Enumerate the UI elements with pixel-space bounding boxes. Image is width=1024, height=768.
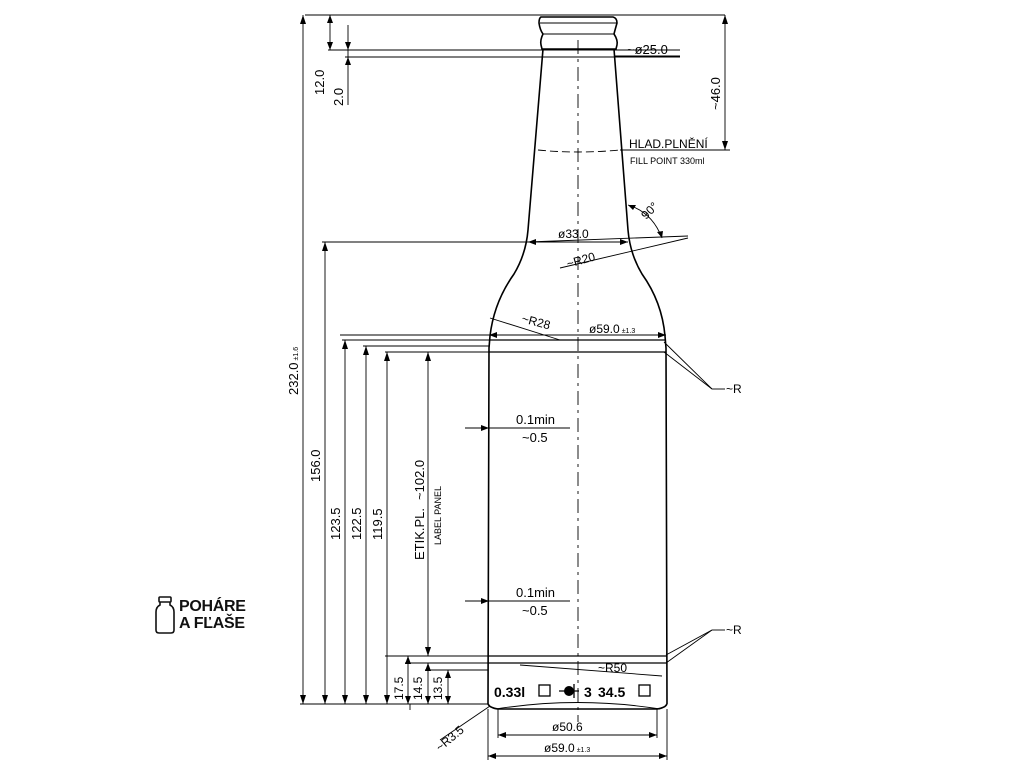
dim-14-5: 14.5 <box>411 676 425 700</box>
dim-r3-5: ~R3.5 <box>433 723 467 755</box>
dim-46: ~46.0 <box>708 77 723 110</box>
marking-code: 3 <box>584 684 592 700</box>
marking-weight: 34.5 <box>598 684 625 700</box>
bottle-outline <box>487 16 668 710</box>
dim-min-upper: 0.1min <box>516 412 555 427</box>
jar-icon <box>155 596 175 634</box>
dim-dia-59-bottom: ø59.0±1.3 <box>544 741 590 755</box>
dim-17-5: 17.5 <box>392 676 406 700</box>
vertical-dimensions <box>300 15 451 704</box>
dim-156: 156.0 <box>308 449 323 482</box>
internal-dimensions <box>439 239 668 760</box>
dim-r50: ~R50 <box>598 661 627 675</box>
fill-point-en: FILL POINT 330ml <box>630 156 705 166</box>
bottom-marking: 0.33l 3 34.5 <box>494 684 651 700</box>
dim-total-height: 232.0±1.6 <box>286 347 301 395</box>
dim-approx-lower: ~0.5 <box>522 603 548 618</box>
marking-square-left <box>538 684 551 697</box>
brand-logo: POHÁRE A FĽAŠE <box>155 596 246 634</box>
marking-glass-symbol <box>559 684 579 698</box>
dim-r-lower: ~R <box>726 623 742 637</box>
brand-line-1: POHÁRE <box>179 598 246 615</box>
label-panel-en: LABEL PANEL <box>433 486 443 545</box>
dim-approx-upper: ~0.5 <box>522 430 548 445</box>
marking-volume: 0.33l <box>494 684 525 700</box>
fill-point-line <box>537 149 621 153</box>
dim-13-5: 13.5 <box>431 676 445 700</box>
brand-line-2: A FĽAŠE <box>179 615 245 632</box>
dim-dia-33: ø33.0 <box>558 227 589 241</box>
dim-dia-59-top: ø59.0±1.3 <box>589 322 635 336</box>
right-dimensions <box>527 15 730 664</box>
dim-dia-50-6: ø50.6 <box>552 720 583 734</box>
dim-122-5: 122.5 <box>349 507 364 540</box>
dim-12: 12.0 <box>312 70 327 95</box>
label-panel-cz: ETIK.PL.~102.0 <box>412 460 427 560</box>
dim-2: 2.0 <box>331 88 346 106</box>
dim-119-5: 119.5 <box>370 508 385 540</box>
dim-123-5: 123.5 <box>328 507 343 540</box>
dim-r20: ~R20 <box>565 249 597 271</box>
dim-dia-25: ~ø25.0 <box>627 42 668 57</box>
brand-name: POHÁRE A FĽAŠE <box>179 598 246 632</box>
dim-r-upper: ~R <box>726 382 742 396</box>
dimension-labels: 12.0 2.0 ~46.0 ~ø25.0 HLAD.PLNĚNÍ FILL P… <box>286 42 742 755</box>
dim-angle-90: 90° <box>638 199 661 222</box>
label-panel-lines <box>488 339 667 664</box>
dim-min-lower: 0.1min <box>516 585 555 600</box>
marking-square-right <box>638 684 651 697</box>
extension-lines <box>300 14 725 710</box>
fill-point-cz: HLAD.PLNĚNÍ <box>629 136 708 151</box>
